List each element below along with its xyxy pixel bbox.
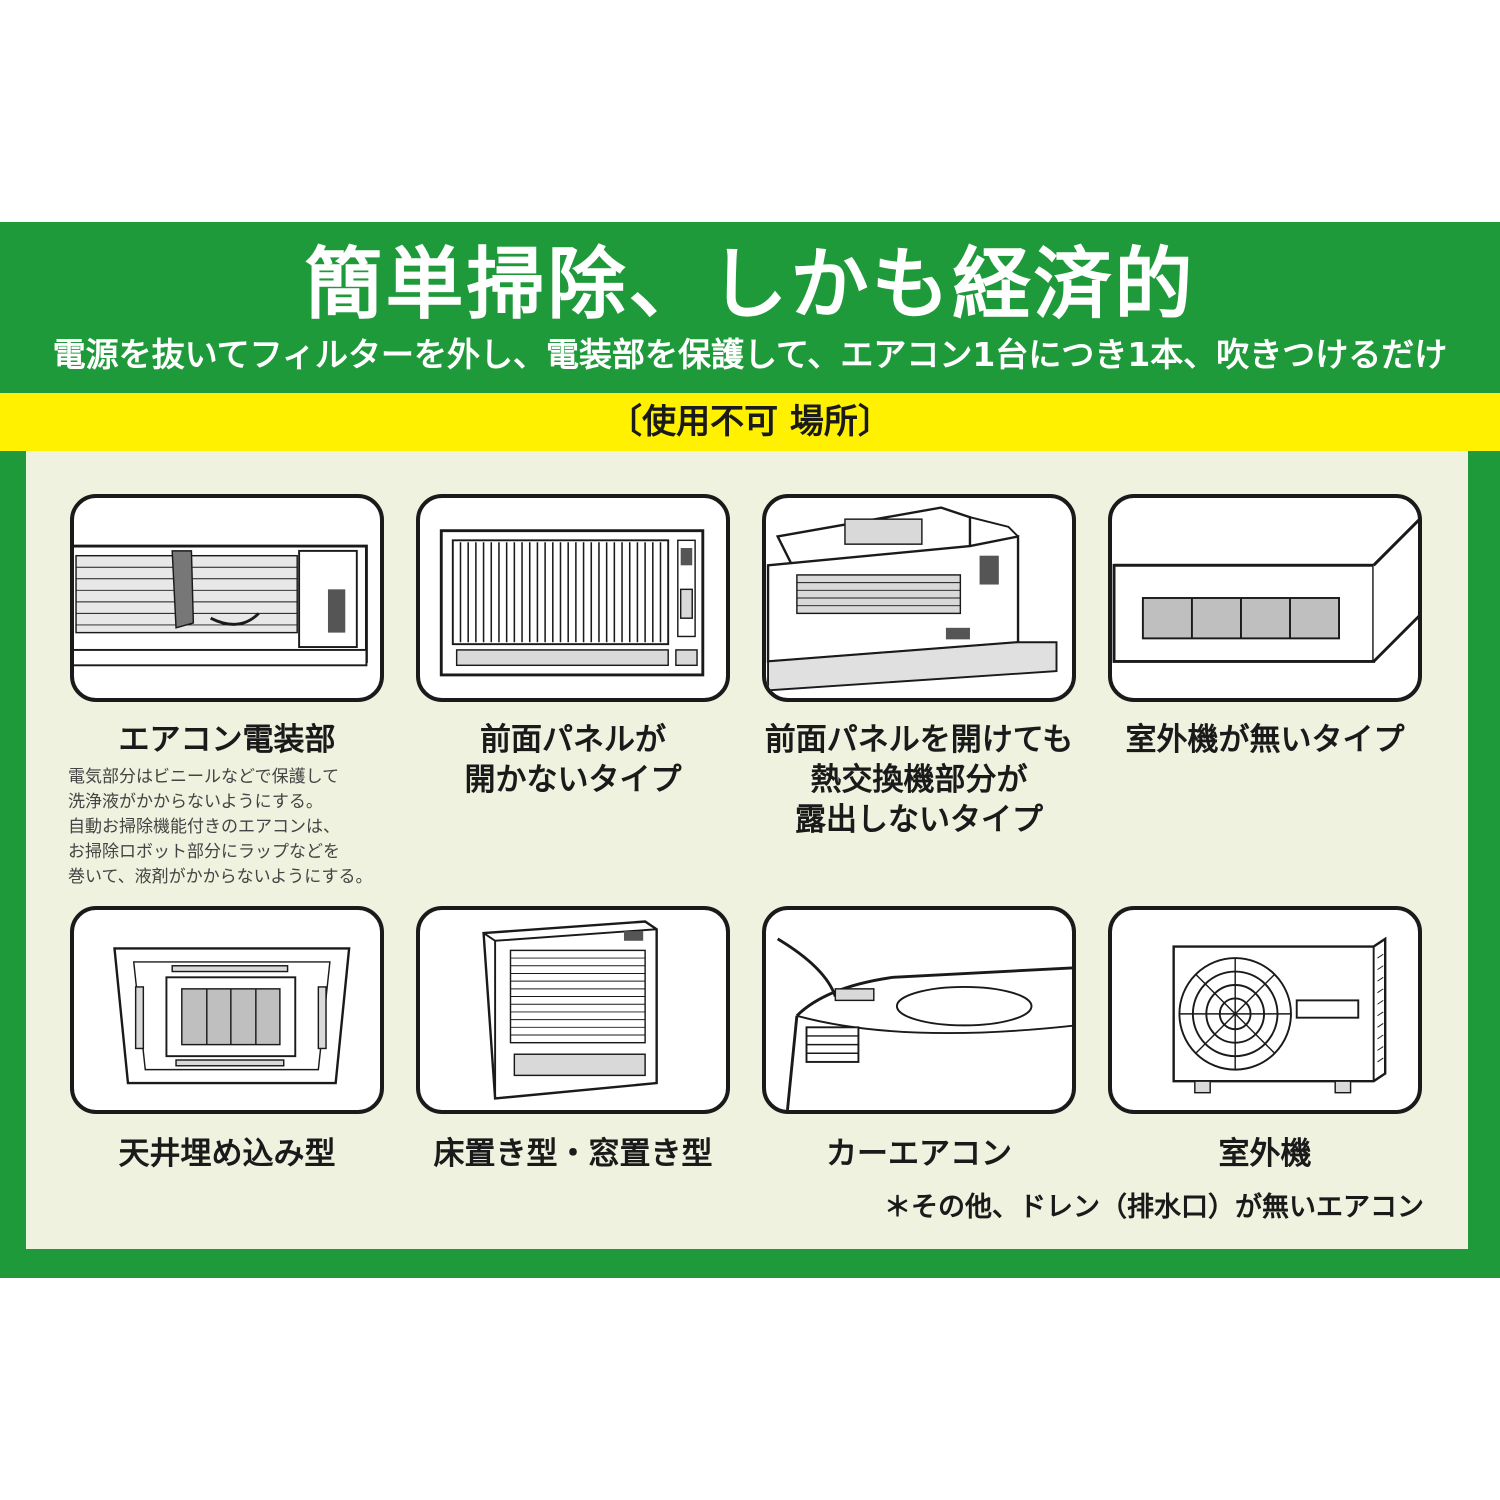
item-label-3: 前面パネルを開けても 熱交換機部分が 露出しないタイプ <box>764 722 1074 838</box>
open-panel-aircon-icon <box>766 506 1058 692</box>
car-aircon-card <box>762 906 1076 1114</box>
item-label-6: 床置き型・窓置き型 <box>433 1136 713 1172</box>
floor-unit-card <box>416 906 730 1114</box>
item-label-7: カーエアコン <box>826 1136 1012 1172</box>
outdoor-unit-icon <box>1172 936 1387 1094</box>
item-label-5: 天井埋め込み型 <box>118 1136 336 1172</box>
item-label-2: 前面パネルが 開かないタイプ <box>464 722 682 798</box>
outdoor-unit-card <box>1108 906 1422 1114</box>
aircon-electrical-card <box>70 494 384 702</box>
footnote: ＊その他、ドレン（排水口）が無いエアコン <box>884 1192 1424 1223</box>
section-bar: 〔使用不可 場所〕 <box>0 393 1500 451</box>
section-title: 〔使用不可 場所〕 <box>608 402 892 442</box>
aircon-electrical-icon <box>74 544 368 667</box>
ceiling-cassette-card <box>70 906 384 1114</box>
ceiling-cassette-icon <box>113 947 351 1085</box>
floor-standing-unit-icon <box>482 920 658 1100</box>
subheadline: 電源を抜いてフィルターを外し、電装部を保護して、エアコン1台につき1本、吹きつけ… <box>52 335 1448 374</box>
car-aircon-icon <box>776 937 1072 1110</box>
item-label-1: エアコン電装部 <box>118 722 336 758</box>
electrical-note: 電気部分はビニールなどで保護して 洗浄液がかからないようにする。 自動お掃除機能… <box>68 767 373 887</box>
item-label-4: 室外機が無いタイプ <box>1125 722 1405 758</box>
open-panel-card <box>762 494 1076 702</box>
fixed-panel-card <box>416 494 730 702</box>
window-unit-card <box>1108 494 1422 702</box>
item-label-8: 室外機 <box>1218 1136 1312 1172</box>
headline: 簡単掃除、しかも経済的 <box>304 240 1196 330</box>
window-unit-icon <box>1112 518 1418 663</box>
fixed-panel-aircon-icon <box>439 529 705 677</box>
